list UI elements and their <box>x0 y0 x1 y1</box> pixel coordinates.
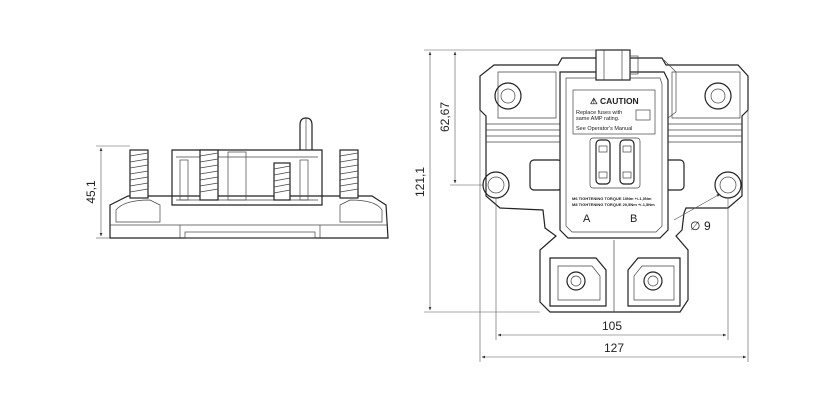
terminal-b <box>627 257 681 307</box>
torque-line2: M8 TIGHTENING TORQUE 20,5Nm +/-1,5Nm <box>572 202 655 207</box>
top-view: ⚠ CAUTION Replace fuses with same AMP ra… <box>413 49 749 362</box>
height-partial-label: 62,67 <box>438 102 452 132</box>
side-stud-1 <box>129 149 149 199</box>
caution-line2: same AMP rating. <box>576 116 620 122</box>
side-housing <box>171 149 323 206</box>
height-total-label: 121,1 <box>413 167 427 197</box>
cover-latch <box>595 49 631 81</box>
height-total-dimension: 121,1 <box>413 49 600 313</box>
side-stud-4 <box>339 149 359 199</box>
hole-diameter-value: 9 <box>704 219 711 233</box>
side-stud-2 <box>199 149 219 201</box>
fuse-left <box>595 139 611 185</box>
top-left-hole <box>494 82 522 110</box>
width-total-dimension: 127 <box>479 110 749 362</box>
hole-diameter-callout: ∅ 9 <box>673 193 721 233</box>
terminal-a-label: A <box>583 213 591 225</box>
fuse-right <box>619 139 635 185</box>
fuse-block-outline <box>479 57 749 313</box>
height-partial-dimension: 62,67 <box>438 51 484 186</box>
mounting-hole-right <box>714 171 742 199</box>
hole-diameter-symbol: ∅ <box>690 219 700 233</box>
fuse-window <box>589 137 641 189</box>
side-view: 45,1 <box>84 117 389 239</box>
width-total-label: 127 <box>604 341 624 355</box>
width-holes-dimension: 105 <box>495 198 729 340</box>
side-height-label: 45,1 <box>84 180 98 204</box>
left-clamp <box>529 159 563 191</box>
terminal-b-label: B <box>630 213 637 225</box>
mounting-hole-left <box>482 171 510 199</box>
caution-title: ⚠ CAUTION <box>590 96 639 106</box>
side-height-dimension: 45,1 <box>84 145 130 239</box>
terminal-a <box>549 257 607 307</box>
fuse-cover <box>559 71 669 239</box>
caution-label: ⚠ CAUTION Replace fuses with same AMP ra… <box>572 89 656 135</box>
caution-line1: Replace fuses with <box>576 110 622 116</box>
side-stud-3 <box>273 162 291 201</box>
width-holes-label: 105 <box>602 319 622 333</box>
torque-line1: M6 TIGHTENING TORQUE 10Nm +/-1,0Nm <box>572 196 652 201</box>
top-right-hole <box>704 82 732 110</box>
caution-line3: See Operator's Manual <box>576 126 632 132</box>
